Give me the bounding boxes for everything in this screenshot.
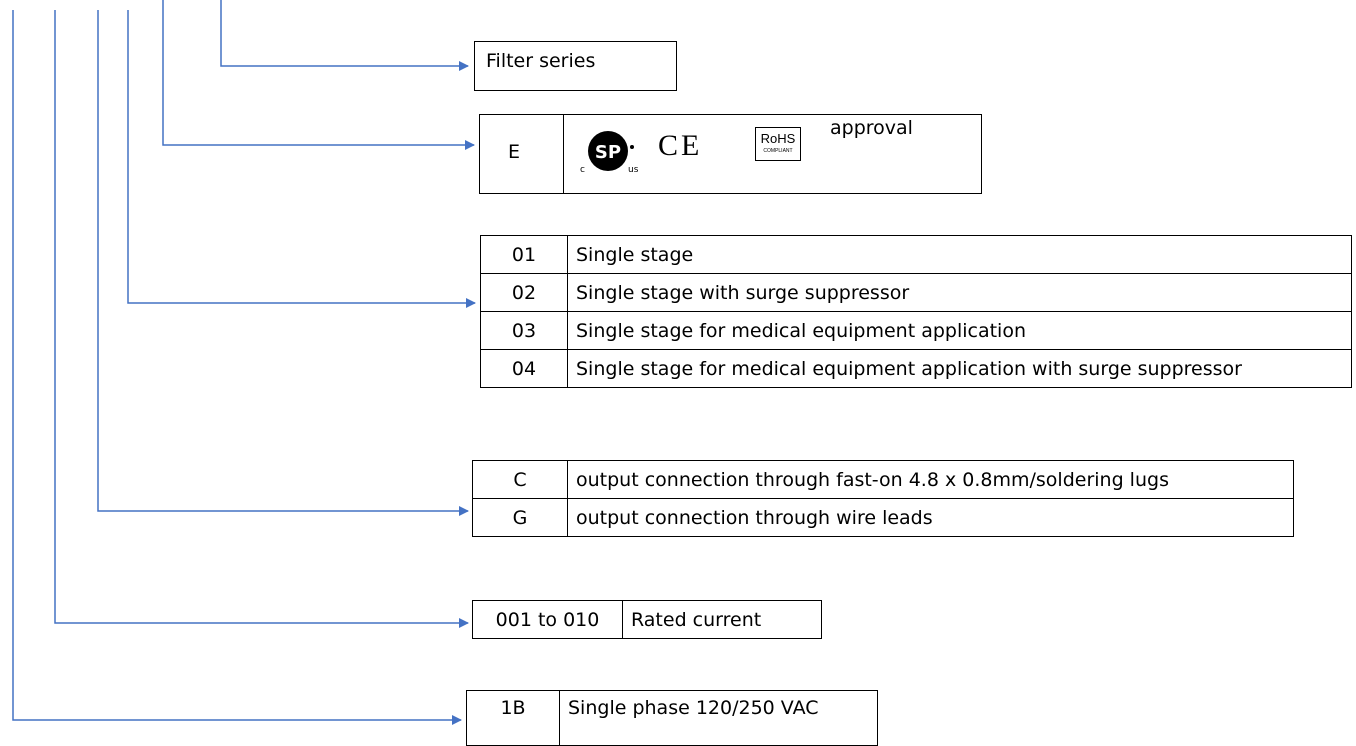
row-description: Single stage with surge suppressor: [567, 273, 1352, 312]
connector-stage: [127, 10, 476, 308]
row-code: 01: [480, 235, 568, 274]
connector-approval: [162, 0, 475, 150]
csa-logo-icon: SP: [588, 131, 634, 171]
svg-text:SP: SP: [595, 142, 621, 163]
rohs-subtext: COMPLIANT: [763, 148, 793, 154]
rohs-logo: RoHS COMPLIANT: [755, 127, 801, 161]
rohs-text: RoHS: [760, 131, 796, 146]
connector-filter-series: [220, 0, 469, 71]
approval-divider: [563, 115, 564, 193]
ce-logo: CE: [658, 129, 703, 162]
connector-connection: [97, 10, 469, 516]
phase-desc: Single phase 120/250 VAC: [559, 690, 878, 746]
row-description: Single stage for medical equipment appli…: [567, 311, 1352, 350]
filter-series-label: Filter series: [486, 50, 596, 72]
row-description: output connection through fast-on 4.8 x …: [567, 460, 1294, 499]
row-code: G: [472, 498, 568, 537]
approval-label: approval: [830, 117, 913, 139]
current-code: 001 to 010: [472, 600, 623, 639]
filter-series-box: Filter series: [474, 41, 677, 91]
row-code: 02: [480, 273, 568, 312]
phase-code: 1B: [466, 690, 560, 746]
approval-code: E: [508, 141, 521, 163]
row-code: C: [472, 460, 568, 499]
csa-logo: SP c us: [578, 125, 648, 181]
phase-table: 1B Single phase 120/250 VAC: [466, 690, 878, 746]
approval-box: E SP c us CE RoHS COMPLIANT approval: [479, 114, 982, 194]
connector-current: [54, 10, 469, 628]
row-description: Single stage: [567, 235, 1352, 274]
csa-c-mark: c: [580, 165, 585, 175]
current-desc: Rated current: [622, 600, 822, 639]
row-code: 04: [480, 349, 568, 388]
connector-phase: [12, 10, 462, 725]
row-code: 03: [480, 311, 568, 350]
csa-us-mark: us: [628, 165, 639, 175]
row-description: Single stage for medical equipment appli…: [567, 349, 1352, 388]
table-row: 001 to 010 Rated current: [472, 600, 822, 639]
current-table: 001 to 010 Rated current: [472, 600, 822, 639]
row-description: output connection through wire leads: [567, 498, 1294, 537]
table-row: 1B Single phase 120/250 VAC: [466, 690, 878, 746]
